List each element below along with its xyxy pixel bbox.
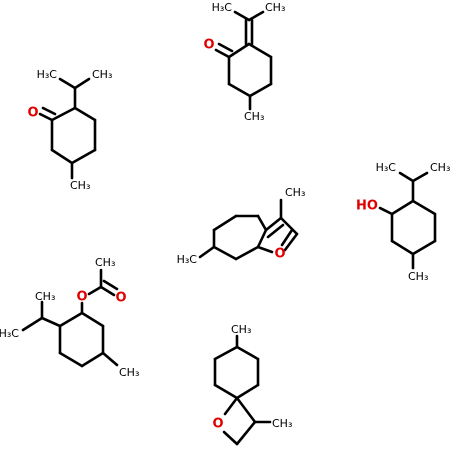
menthyl-acetate-label-ch3-iso-top: CH₃ <box>35 290 55 303</box>
menthyl-acetate-label-carbonyl-oxygen: O <box>115 291 126 306</box>
menthyl-acetate-label-ester-oxygen: O <box>76 290 87 305</box>
spiro-oxetane-label-ch3-top: CH₃ <box>231 323 251 336</box>
molecule-pulegone: H₃C CH₃ O CH₃ <box>203 1 285 123</box>
menthol-label-hydroxyl: HO <box>356 199 378 214</box>
menthyl-acetate-bonds <box>21 268 119 368</box>
menthyl-acetate-label-h3c: H₃C <box>0 327 19 340</box>
molecule-spiro-oxetane: CH₃ O CH₃ <box>212 323 292 446</box>
menthofuran-label-h3c: H₃C <box>177 253 198 266</box>
menthofuran-label-oxygen: O <box>274 247 285 262</box>
menthone-label-oxygen: O <box>27 106 38 121</box>
molecule-menthyl-acetate: CH₃ O O CH₃ H₃C CH₃ <box>0 256 139 379</box>
pulegone-bonds <box>214 10 273 111</box>
menthone-bonds <box>38 77 97 180</box>
molecule-menthone: H₃C CH₃ O CH₃ <box>27 68 112 192</box>
pulegone-label-ch3-top: CH₃ <box>265 1 285 14</box>
molecule-menthol: H₃C CH₃ HO CH₃ <box>356 161 450 283</box>
menthyl-acetate-label-ch3-acetyl: CH₃ <box>95 256 115 269</box>
molecule-menthofuran: CH₃ H₃C O <box>177 186 306 266</box>
menthone-label-ch3-ring: CH₃ <box>70 179 90 192</box>
menthofuran-label-ch3-furan: CH₃ <box>285 186 305 199</box>
menthol-bonds <box>378 171 437 270</box>
menthol-label-ch3-iso: CH₃ <box>430 161 450 174</box>
pulegone-label-oxygen: O <box>203 38 214 53</box>
spiro-oxetane-label-ch3-oxetane: CH₃ <box>272 417 292 430</box>
menthol-label-h3c: H₃C <box>376 161 397 174</box>
spiro-oxetane-label-oxygen: O <box>212 417 223 432</box>
menthone-label-h3c: H₃C <box>37 68 58 81</box>
pulegone-label-ch3-ring: CH₃ <box>244 110 264 123</box>
menthyl-acetate-label-ch3-ring: CH₃ <box>119 366 139 379</box>
spiro-oxetane-bonds <box>213 334 272 446</box>
menthofuran-bonds <box>198 198 299 261</box>
menthone-label-ch3-iso: CH₃ <box>92 68 112 81</box>
menthol-label-ch3-ring: CH₃ <box>408 270 428 283</box>
pulegone-label-h3c: H₃C <box>212 1 233 14</box>
